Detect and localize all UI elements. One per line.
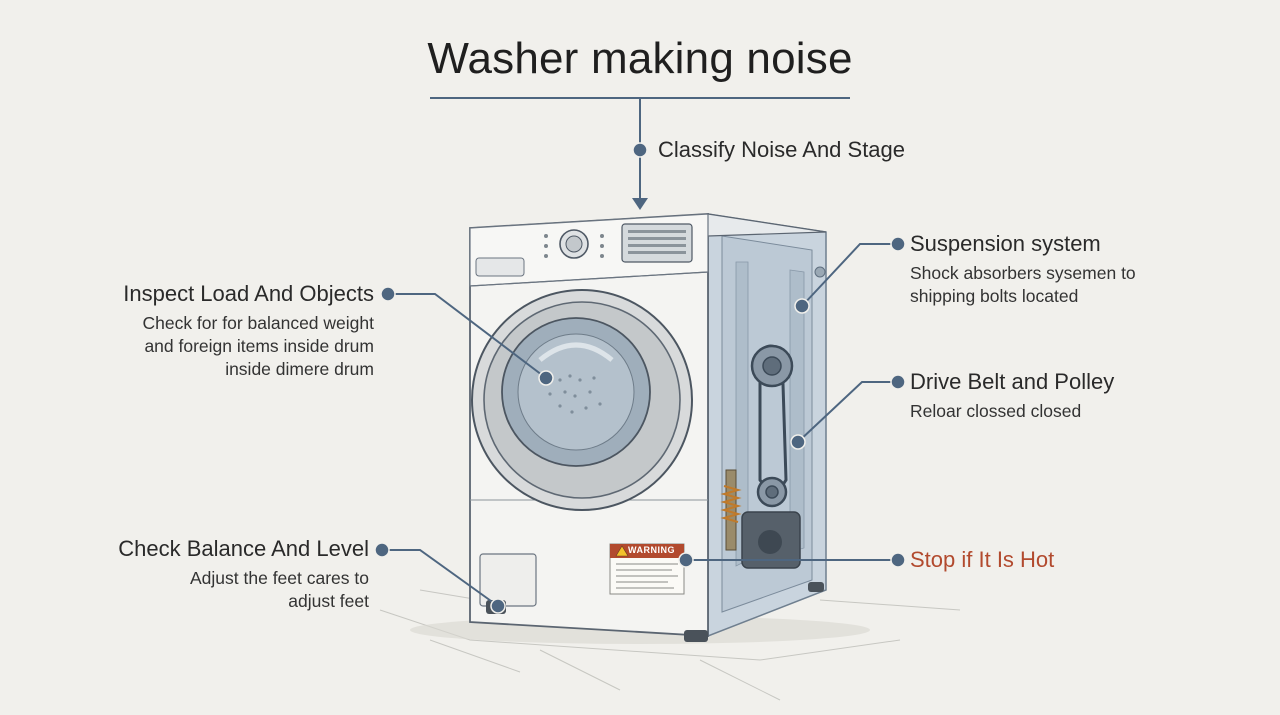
callout-hot-heading: Stop if It Is Hot bbox=[910, 547, 1055, 572]
callout-balance-line: adjust feet bbox=[288, 591, 369, 611]
callout-inspect-heading: Inspect Load And Objects bbox=[123, 281, 374, 306]
callout-suspension-line: Shock absorbers sysemen to bbox=[910, 263, 1136, 283]
callout-inspect: Inspect Load And Objects Check for for b… bbox=[123, 281, 374, 381]
drive-belt-pulleys bbox=[750, 344, 794, 508]
belt-connector bbox=[797, 381, 898, 443]
warning-sticker bbox=[609, 543, 685, 595]
callout-inspect-line: and foreign items inside drum bbox=[144, 336, 374, 356]
callout-suspension: Suspension system Shock absorbers syseme… bbox=[910, 231, 1136, 308]
callout-belt: Drive Belt and Polley Reloar clossed clo… bbox=[910, 369, 1114, 423]
callout-inspect-line: inside dimere drum bbox=[225, 359, 374, 379]
suspension-connector bbox=[801, 243, 898, 307]
callout-belt-line: Reloar clossed closed bbox=[910, 401, 1082, 421]
balance-connector bbox=[382, 549, 499, 607]
washer-side-panel bbox=[707, 213, 827, 638]
inspect-connector bbox=[388, 293, 547, 379]
callout-suspension-heading: Suspension system bbox=[910, 231, 1101, 256]
washer-front bbox=[469, 213, 827, 642]
callout-inspect-line: Check for for balanced weight bbox=[142, 313, 374, 333]
warning-sticker-label: WARNING bbox=[628, 545, 675, 555]
callout-balance-heading: Check Balance And Level bbox=[118, 536, 369, 561]
motor bbox=[741, 511, 801, 569]
floor-lines bbox=[379, 589, 961, 701]
connector-lines bbox=[382, 97, 898, 607]
step-classify-label: Classify Noise And Stage bbox=[658, 137, 906, 162]
callout-belt-heading: Drive Belt and Polley bbox=[910, 369, 1115, 394]
connector-dots bbox=[374, 142, 906, 614]
callout-balance-line: Adjust the feet cares to bbox=[190, 568, 369, 588]
title-arrow-head bbox=[632, 198, 648, 210]
page-title: Washer making noise bbox=[427, 34, 853, 83]
callout-suspension-line: shipping bolts located bbox=[910, 286, 1079, 306]
shock-absorber bbox=[720, 469, 742, 551]
callout-hot: Stop if It Is Hot bbox=[910, 547, 1054, 573]
callout-balance: Check Balance And Level Adjust the feet … bbox=[118, 536, 369, 613]
